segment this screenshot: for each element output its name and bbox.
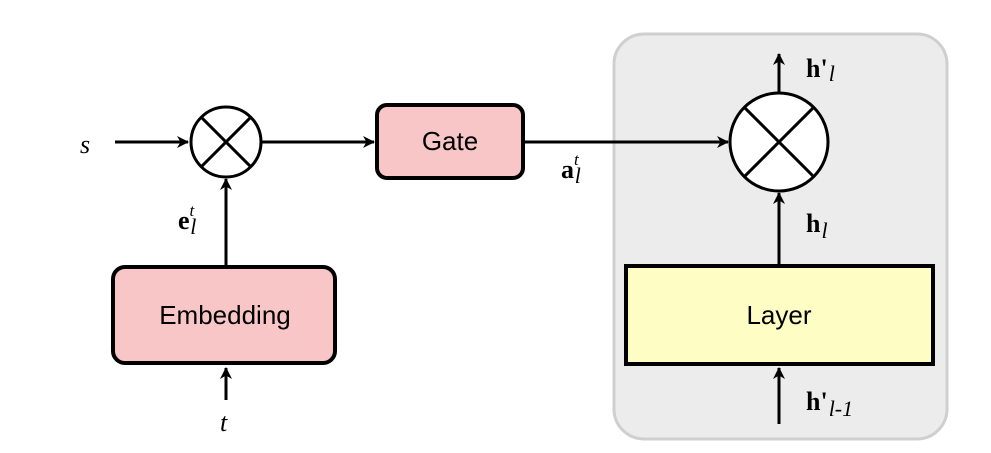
- gate-box: Gate: [375, 103, 525, 180]
- h-label: hl: [806, 209, 828, 243]
- embedding-box: Embedding: [111, 265, 337, 365]
- h-out-label: h'l: [806, 54, 835, 86]
- multiply-circle-icon: [189, 105, 263, 179]
- layer-box: Layer: [624, 264, 935, 366]
- input-s-label: s: [80, 130, 90, 159]
- layer-label: Layer: [746, 300, 811, 330]
- input-t-label: t: [220, 408, 228, 437]
- h-in-label: h'l-1: [806, 387, 853, 421]
- gate-label: Gate: [422, 126, 478, 156]
- multiply-circle-icon: [728, 91, 830, 193]
- embedding-label: Embedding: [159, 300, 291, 330]
